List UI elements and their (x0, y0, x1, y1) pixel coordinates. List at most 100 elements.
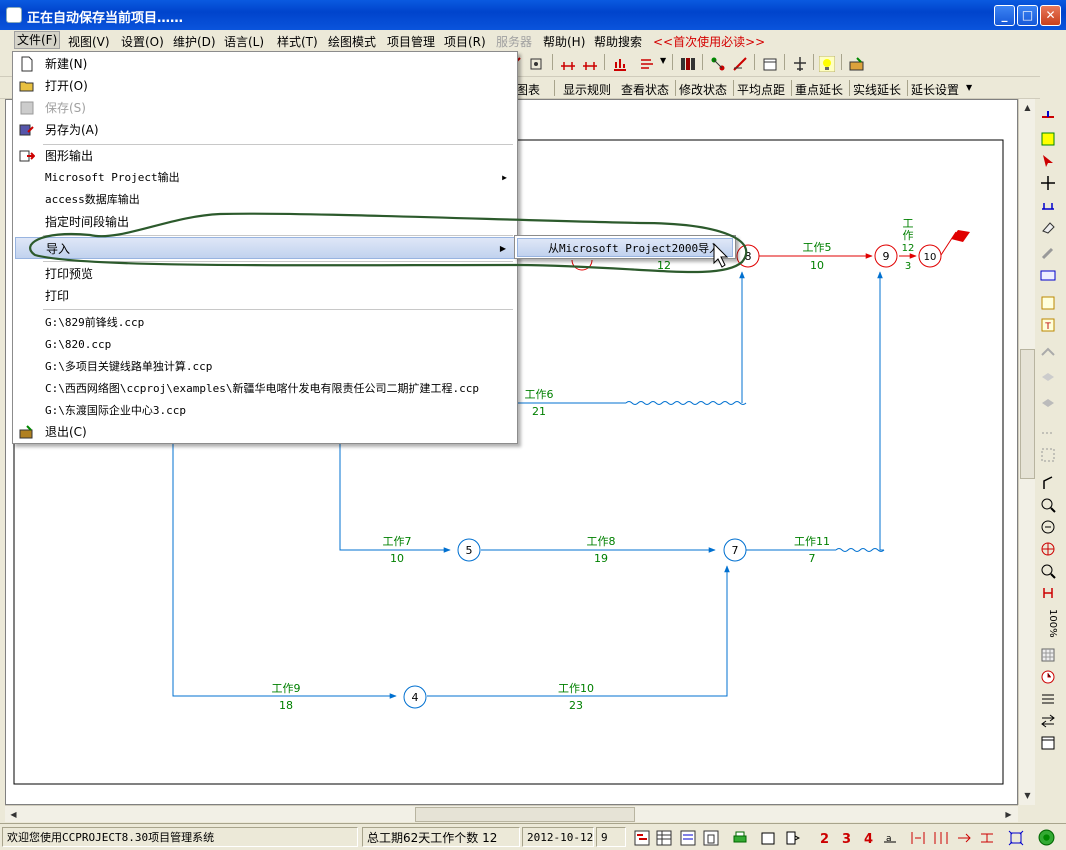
zoom-fit-icon[interactable] (1040, 519, 1056, 535)
select-pointer-icon[interactable] (1040, 153, 1056, 169)
scroll-right-icon[interactable]: ▶ (1005, 810, 1012, 819)
menu-must-read[interactable]: <<首次使用必读>> (653, 35, 766, 49)
scroll-left-icon[interactable]: ◀ (10, 810, 17, 819)
span-left-icon[interactable] (910, 830, 926, 846)
tool-display-rules[interactable]: 显示规则 (563, 83, 612, 97)
add-work-icon[interactable] (1040, 109, 1056, 125)
target-icon[interactable] (1040, 541, 1056, 557)
svg-text:4[interactable]: 4 (412, 691, 419, 704)
layer-mid-icon[interactable] (1040, 369, 1056, 385)
menu-item-ms-project-output[interactable]: Microsoft Project输出▶ (15, 167, 515, 189)
dotted-line-icon[interactable] (1040, 425, 1056, 441)
menu-language[interactable]: 语言(L) (224, 35, 265, 49)
scroll-up-icon[interactable]: ▲ (1024, 103, 1031, 112)
menu-file[interactable]: 文件(F) (14, 31, 61, 49)
menu-maintain[interactable]: 维护(D) (173, 35, 216, 49)
text-align-icon[interactable]: a (882, 830, 898, 846)
svg-text:5[interactable]: 5 (466, 544, 473, 557)
menu-settings[interactable]: 设置(O) (121, 35, 164, 49)
span-split-icon[interactable] (979, 830, 995, 846)
menu-view[interactable]: 视图(V) (68, 35, 110, 49)
zoom-percent[interactable]: 100% (1047, 609, 1058, 638)
tool-extend-settings[interactable]: 延长设置 (911, 83, 960, 97)
bar-right-icon[interactable] (582, 56, 598, 72)
span-right-icon[interactable] (956, 830, 972, 846)
printer-icon[interactable] (732, 830, 748, 846)
split-icon[interactable] (1040, 585, 1056, 601)
page-icon[interactable] (784, 830, 800, 846)
tool-modify-status[interactable]: 修改状态 (679, 83, 728, 97)
hand-pan-icon[interactable] (1040, 475, 1056, 491)
clock-icon[interactable] (1040, 669, 1056, 685)
menu-help[interactable]: 帮助(H) (543, 35, 586, 49)
extend-settings-dropdown-icon[interactable]: ▼ (966, 83, 973, 92)
menu-item-print[interactable]: 打印 (45, 289, 70, 303)
books-icon[interactable] (680, 56, 696, 72)
level-4-icon[interactable]: 4 (858, 830, 874, 846)
globe-icon[interactable] (1038, 829, 1055, 846)
node-edit-icon[interactable] (1040, 131, 1056, 147)
table-view-icon[interactable] (656, 830, 672, 846)
tool-chart[interactable]: 图表 (516, 83, 541, 97)
window-icon[interactable] (1040, 735, 1056, 751)
menu-item-new[interactable]: 新建(N) (15, 53, 515, 75)
menu-item-open[interactable]: 打开(O) (15, 75, 515, 97)
frame-icon[interactable] (760, 830, 776, 846)
menu-item-recent-file[interactable]: G:\820.ccp (45, 338, 112, 351)
menu-help-search[interactable]: 帮助搜索 (594, 35, 643, 49)
menu-project-manage[interactable]: 项目管理 (387, 35, 436, 49)
connect-icon[interactable] (1040, 197, 1056, 213)
menu-item-recent-file[interactable]: G:\多项目关键线路单独计算.ccp (45, 360, 213, 373)
gantt-view-icon[interactable] (634, 830, 650, 846)
menu-item-access-output[interactable]: access数据库输出 (45, 193, 140, 206)
menu-project[interactable]: 项目(R) (444, 35, 486, 49)
calendar-grid-icon[interactable] (1040, 647, 1056, 663)
menu-draw-mode[interactable]: 绘图模式 (328, 35, 377, 49)
columns-view-icon[interactable] (680, 830, 696, 846)
menu-item-exit[interactable]: 退出(C) (15, 421, 515, 443)
text-box-icon[interactable]: T (1040, 317, 1056, 333)
chart-icon[interactable] (612, 56, 628, 72)
svg-text:7[interactable]: 7 (732, 544, 739, 557)
bar-left-icon[interactable] (560, 56, 576, 72)
fit-page-icon[interactable] (1008, 830, 1024, 846)
swap-icon[interactable] (1040, 713, 1056, 729)
set-icon[interactable] (1040, 267, 1056, 283)
tool-average-spacing[interactable]: 平均点距 (737, 83, 786, 97)
dropdown-arrow-icon[interactable]: ▼ (660, 56, 667, 65)
grid-icon[interactable] (1040, 447, 1056, 463)
menu-style[interactable]: 样式(T) (277, 35, 318, 49)
calendar-icon[interactable] (762, 56, 778, 72)
minimize-button[interactable]: _ (994, 5, 1015, 26)
zoom-out-icon[interactable] (1040, 563, 1056, 579)
horizontal-scrollbar[interactable]: ◀ ▶ (5, 805, 1018, 822)
menu-item-print-preview[interactable]: 打印预览 (45, 267, 94, 281)
svg-text:9[interactable]: 9 (883, 250, 890, 263)
menu-item-period-output[interactable]: 指定时间段输出 (45, 215, 130, 229)
submenu-item-import-ms-project[interactable]: 从Microsoft Project2000导入 (517, 238, 733, 257)
menu-item-save-as[interactable]: 另存为(A) (15, 119, 515, 141)
tool-key-extend[interactable]: 重点延长 (795, 83, 844, 97)
layer-up-icon[interactable] (1040, 345, 1056, 361)
menu-item-recent-file[interactable]: G:\东渡国际企业中心3.ccp (45, 404, 186, 417)
vertical-scrollbar[interactable]: ▲ ▼ (1018, 99, 1035, 805)
pen-icon[interactable] (732, 56, 748, 72)
lightbulb-icon[interactable] (819, 56, 835, 72)
node-tool-icon[interactable] (528, 56, 544, 72)
exit-folder-icon[interactable] (849, 56, 865, 72)
horizontal-scroll-thumb[interactable] (415, 807, 635, 822)
plane-icon[interactable] (792, 56, 808, 72)
list-icon[interactable] (1040, 691, 1056, 707)
menu-item-graphic-output[interactable]: 图形输出 (15, 145, 515, 167)
align-icon[interactable] (639, 56, 655, 72)
vertical-scroll-thumb[interactable] (1020, 349, 1035, 479)
chart-note-icon[interactable] (1040, 295, 1056, 311)
zoom-in-icon[interactable] (1040, 497, 1056, 513)
tool-solid-extend[interactable]: 实线延长 (853, 83, 902, 97)
span-mid-icon[interactable] (933, 830, 949, 846)
doc-view-icon[interactable] (703, 830, 719, 846)
level-3-icon[interactable]: 3 (836, 830, 852, 846)
move-icon[interactable] (1040, 175, 1056, 191)
svg-text:10[interactable]: 10 (924, 252, 937, 263)
menu-item-import[interactable]: 导入▶ (15, 237, 515, 259)
